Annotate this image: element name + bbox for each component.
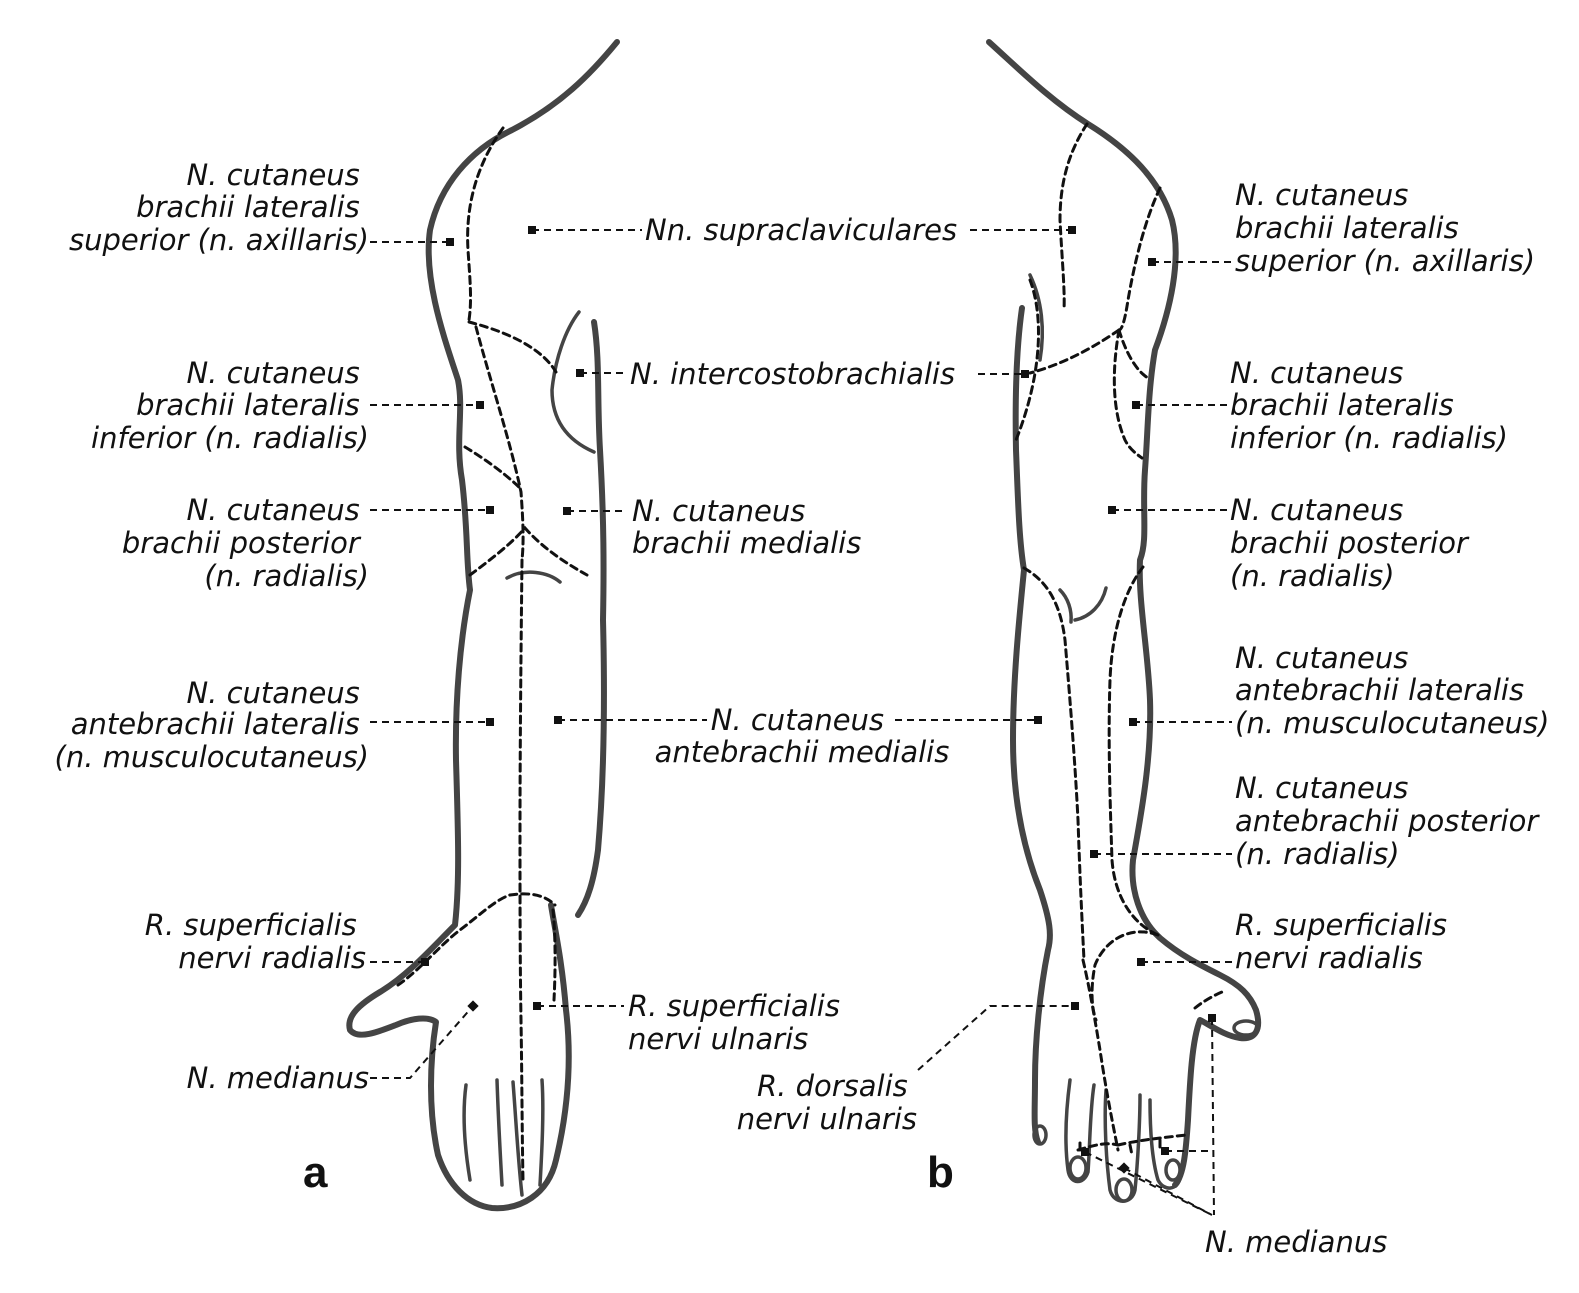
labels: N. cutaneus brachii lateralis superior (… (55, 158, 1550, 1259)
marker (1208, 1014, 1216, 1022)
marker (476, 401, 484, 409)
marker (533, 1002, 541, 1010)
label-b-antebrachii-posterior: N. cutaneus antebrachii posterior (n. ra… (1235, 771, 1547, 871)
label-b-brachii-posterior: N. cutaneus brachii posterior (n. radial… (1230, 493, 1477, 593)
label-a-lateralis-superior: N. cutaneus brachii lateralis superior (… (69, 158, 369, 257)
label-b-lateralis-inferior: N. cutaneus brachii lateralis inferior (… (1230, 356, 1508, 455)
marker (1137, 958, 1145, 966)
marker (563, 507, 571, 515)
marker (486, 506, 494, 514)
marker (576, 369, 584, 377)
label-a-antebrachii-lateralis: N. cutaneus antebrachii lateralis (n. mu… (55, 676, 369, 774)
marker (1108, 506, 1116, 514)
marker (1132, 401, 1140, 409)
marker (1034, 716, 1042, 724)
panel-letter-b: b (927, 1148, 954, 1197)
arm-a-outline (346, 39, 620, 1212)
leaders (370, 229, 1233, 1216)
marker (421, 958, 429, 966)
arm-b-outline (986, 39, 1262, 1203)
marker (528, 226, 536, 234)
label-a-medianus: N. medianus (187, 1061, 369, 1095)
marker (1118, 1162, 1130, 1174)
marker (1090, 850, 1098, 858)
panel-letter-a: a (303, 1148, 328, 1197)
label-b-medianus: N. medianus (1205, 1225, 1387, 1259)
marker (1148, 258, 1156, 266)
marker (467, 1000, 479, 1012)
marker (1071, 1002, 1079, 1010)
label-a-lateralis-inferior: N. cutaneus brachii lateralis inferior (… (91, 356, 369, 455)
marker (554, 716, 562, 724)
label-b-superficialis-radialis: R. superficialis nervi radialis (1235, 908, 1456, 975)
label-dorsalis-ulnaris: R. dorsalis nervi ulnaris (737, 1069, 917, 1136)
marker (1129, 718, 1137, 726)
marker (1068, 226, 1076, 234)
label-b-lateralis-superior: N. cutaneus brachii lateralis superior (… (1235, 178, 1535, 278)
label-b-antebrachii-lateralis: N. cutaneus antebrachii lateralis (n. mu… (1235, 641, 1549, 740)
label-antebrachii-medialis: N. cutaneus antebrachii medialis (655, 703, 950, 769)
label-supraclaviculares: Nn. supraclaviculares (645, 213, 957, 247)
marker (446, 238, 454, 246)
marker (486, 718, 494, 726)
markers (421, 226, 1216, 1174)
label-intercostobrachialis: N. intercostobrachialis (630, 357, 955, 391)
label-superficialis-ulnaris: R. superficialis nervi ulnaris (628, 989, 849, 1056)
marker (1161, 1147, 1169, 1155)
arm-b-dermatome-boundaries (1014, 122, 1224, 1157)
marker (1021, 370, 1029, 378)
label-a-brachii-posterior: N. cutaneus brachii posterior (n. radial… (122, 493, 369, 593)
marker (1081, 1148, 1089, 1156)
label-a-superficialis-radialis: R. superficialis nervi radialis (145, 908, 366, 975)
arm-a-dermatome-boundaries (396, 126, 589, 1182)
label-brachii-medialis: N. cutaneus brachii medialis (632, 494, 861, 560)
